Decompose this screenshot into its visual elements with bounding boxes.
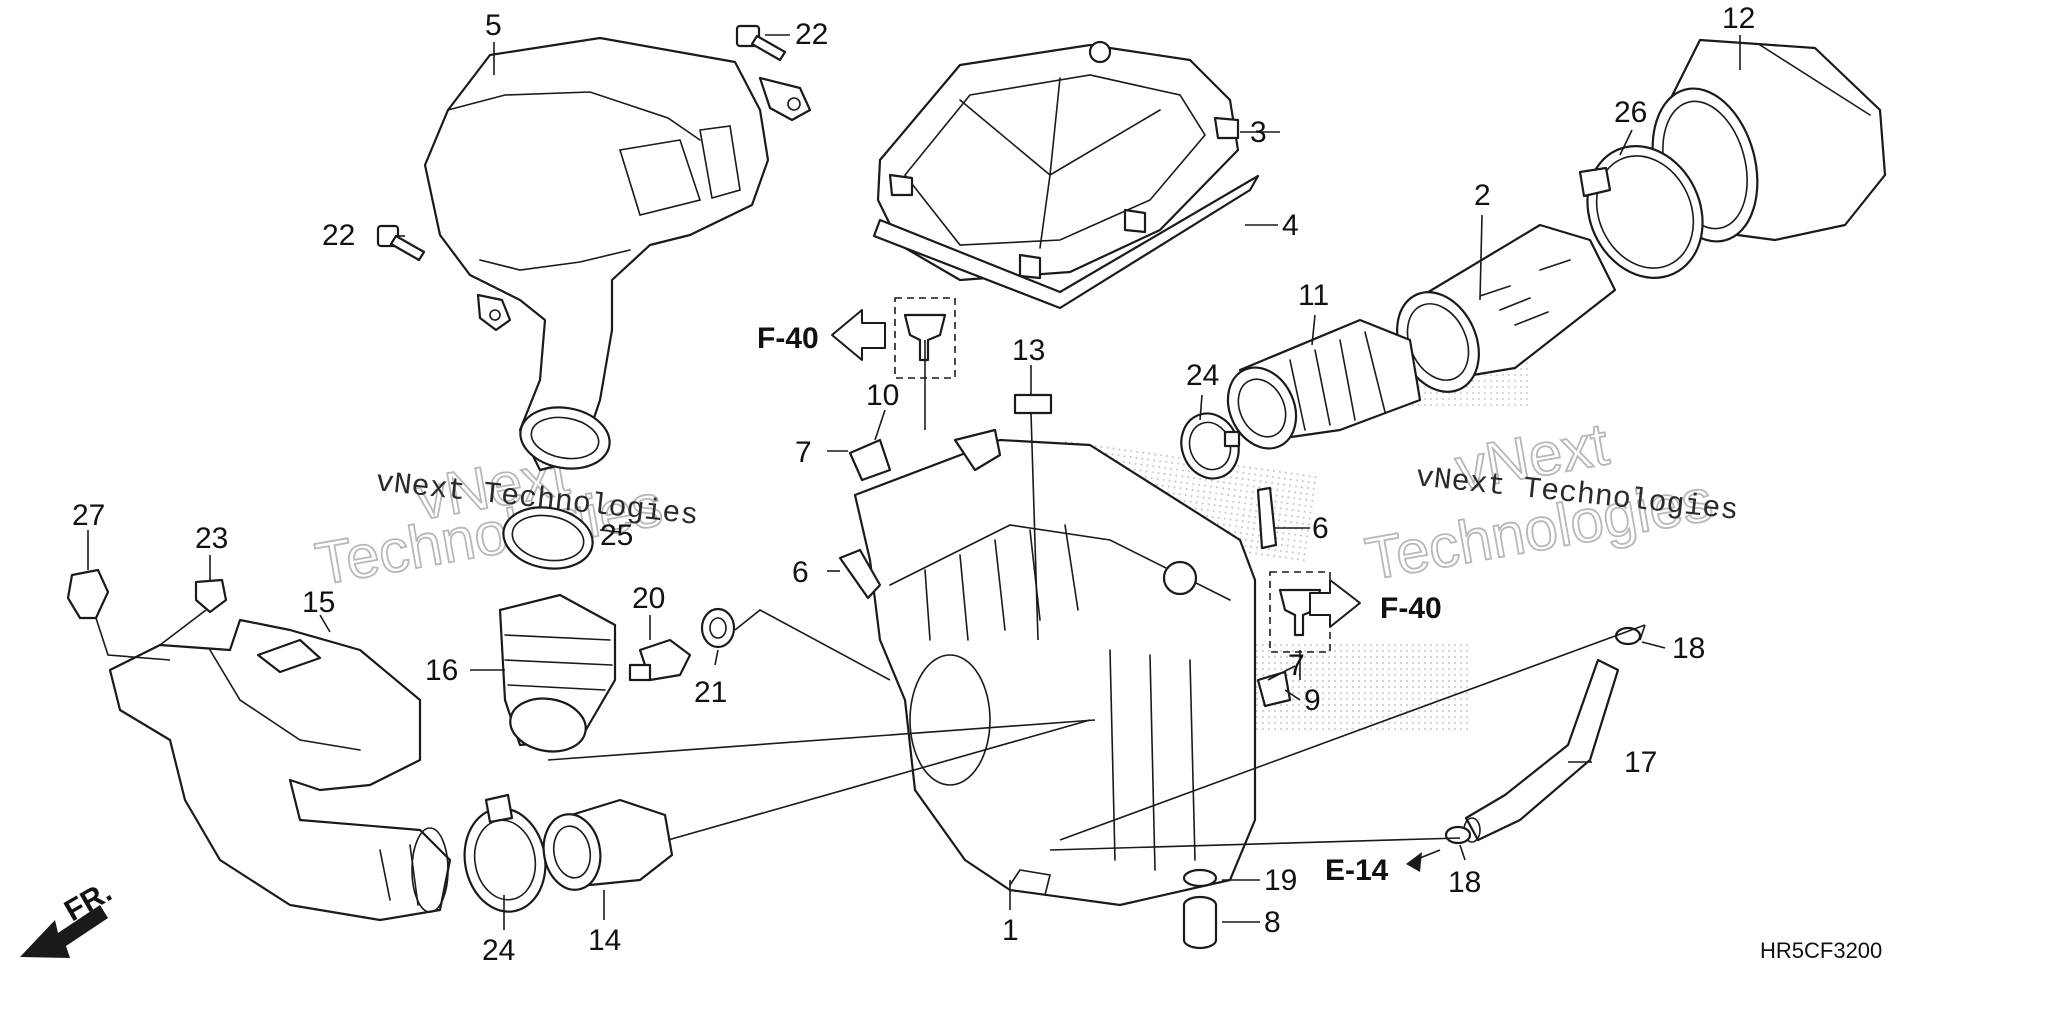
callout-13: 13: [1012, 334, 1045, 367]
ref-label-e14: E-14: [1325, 854, 1389, 887]
part-inlet-joint: [498, 593, 617, 753]
part-pin-lower: [1256, 670, 1292, 708]
callout-21: 21: [694, 676, 727, 709]
callout-1: 1: [1002, 914, 1019, 947]
ref-label-f40-left: F-40: [757, 322, 819, 355]
callout-7b: 7: [1288, 649, 1305, 682]
part-tube-clamp-lower: [463, 793, 547, 913]
part-drain-tube: [1463, 658, 1620, 843]
part-tube-clamp-upper: [1180, 412, 1241, 480]
callout-18b: 18: [1448, 866, 1481, 899]
part-air-duct-cover: [423, 36, 812, 472]
part-cable-clip: [66, 568, 110, 620]
callout-14: 14: [588, 924, 621, 957]
callout-24b: 24: [482, 934, 515, 967]
part-inlet-adapter: [542, 798, 674, 891]
callout-19: 19: [1264, 864, 1297, 897]
front-marker-label: FR.: [59, 875, 117, 928]
leader-lines: [87, 34, 1741, 930]
part-hose-clip-lower: [1444, 825, 1472, 845]
watermark-left: vNext Technologies vNext Technologies: [310, 439, 700, 598]
callout-16: 16: [425, 654, 458, 687]
ref-label-f40-right: F-40: [1380, 592, 1442, 625]
part-bolt-upper: [735, 24, 787, 62]
callout-12: 12: [1722, 2, 1755, 35]
callout-2: 2: [1474, 179, 1491, 212]
part-intake-duct: [108, 618, 452, 922]
callout-5: 5: [485, 9, 502, 42]
part-clip-right: [1256, 486, 1278, 550]
callout-10: 10: [866, 379, 899, 412]
callout-20: 20: [632, 582, 665, 615]
callout-27: 27: [72, 499, 105, 532]
callout-18a: 18: [1672, 632, 1705, 665]
part-bolt-left: [376, 224, 426, 262]
part-plug-clip: [194, 578, 228, 614]
front-arrow: [20, 905, 108, 958]
callout-9: 9: [1304, 684, 1321, 717]
part-drain-o-ring: [1182, 868, 1218, 888]
ref-arrow-e14: [1406, 852, 1422, 872]
ref-arrow-left: [831, 309, 886, 361]
part-sensor: [628, 638, 692, 682]
callout-7a: 7: [795, 436, 812, 469]
part-drain-plug: [1182, 895, 1218, 950]
callout-22b: 22: [322, 219, 355, 252]
callout-17: 17: [1624, 746, 1657, 779]
callout-24a: 24: [1186, 359, 1219, 392]
callout-23: 23: [195, 522, 228, 555]
callout-22a: 22: [795, 18, 828, 51]
part-push-rivet-upper: [903, 313, 947, 362]
callout-11: 11: [1298, 279, 1329, 312]
part-clip-left: [838, 548, 882, 600]
part-grommet: [700, 607, 736, 649]
callout-15: 15: [302, 586, 335, 619]
watermark-right: vNext Technologies vNext Technologies: [1360, 409, 1740, 593]
part-cover-gasket: [872, 174, 1260, 310]
callout-4: 4: [1282, 209, 1299, 242]
callout-numbers: 1 2 3 4 5 6 6 7 7 8 9 10 11 12 13 14 15 …: [72, 2, 1755, 967]
part-air-cleaner-case: [853, 428, 1257, 907]
part-connecting-tube: [1226, 318, 1422, 450]
callout-3: 3: [1250, 116, 1267, 149]
diagram-code: HR5CF3200: [1760, 938, 1882, 963]
part-band-clamp: [1578, 145, 1704, 279]
callout-6b: 6: [1312, 512, 1329, 545]
callout-26: 26: [1614, 96, 1647, 129]
callout-25: 25: [600, 519, 633, 552]
callout-8: 8: [1264, 906, 1281, 939]
ref-arrow-right: [1309, 579, 1361, 628]
part-label-pad: [1013, 393, 1053, 415]
part-duct-clamp: [502, 506, 594, 570]
part-pin-upper: [848, 438, 892, 482]
callout-6a: 6: [792, 556, 809, 589]
